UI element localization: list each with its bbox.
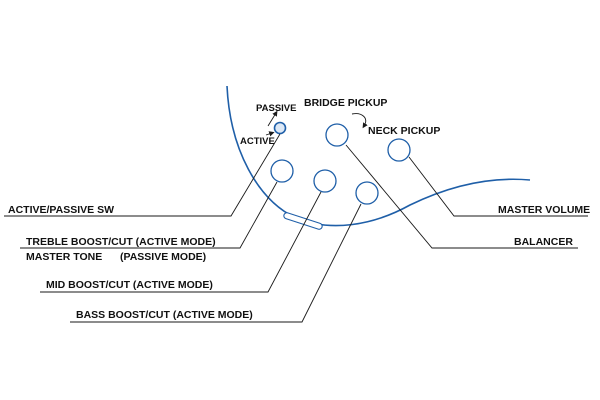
master-volume-knob[interactable]	[387, 138, 411, 162]
label-active: ACTIVE	[240, 136, 275, 147]
leader-bass	[70, 203, 362, 323]
bass-knob[interactable]	[355, 181, 379, 205]
label-master-tone: MASTER TONE	[26, 251, 102, 263]
mid-knob[interactable]	[313, 169, 337, 193]
leader-master-volume	[408, 156, 588, 217]
label-balancer: BALANCER	[514, 236, 573, 248]
label-treble-boost-cut: TREBLE BOOST/CUT (ACTIVE MODE)	[26, 236, 216, 248]
label-mid-boost-cut: MID BOOST/CUT (ACTIVE MODE)	[46, 279, 213, 291]
leader-mid	[40, 191, 322, 293]
leader-active-passive-sw	[4, 133, 281, 217]
active-arrow-icon	[265, 131, 275, 137]
leader-balancer	[345, 144, 578, 249]
active-passive-switch[interactable]	[273, 121, 287, 135]
label-passive-mode: (PASSIVE MODE)	[120, 251, 206, 263]
leader-treble	[20, 181, 278, 249]
passive-arrow-icon	[267, 110, 278, 127]
label-bass-boost-cut: BASS BOOST/CUT (ACTIVE MODE)	[76, 309, 253, 321]
label-bridge-pickup: BRIDGE PICKUP	[304, 97, 387, 109]
pickup-selector-knob[interactable]	[325, 123, 349, 147]
cavity-strip	[283, 212, 323, 230]
label-active-passive-sw: ACTIVE/PASSIVE SW	[8, 204, 114, 216]
pickup-select-arrow-icon	[351, 113, 368, 129]
label-master-volume: MASTER VOLUME	[498, 204, 590, 216]
label-neck-pickup: NECK PICKUP	[368, 125, 440, 137]
label-passive: PASSIVE	[256, 103, 296, 114]
body-edge-curve	[226, 85, 531, 227]
treble-knob[interactable]	[270, 159, 294, 183]
